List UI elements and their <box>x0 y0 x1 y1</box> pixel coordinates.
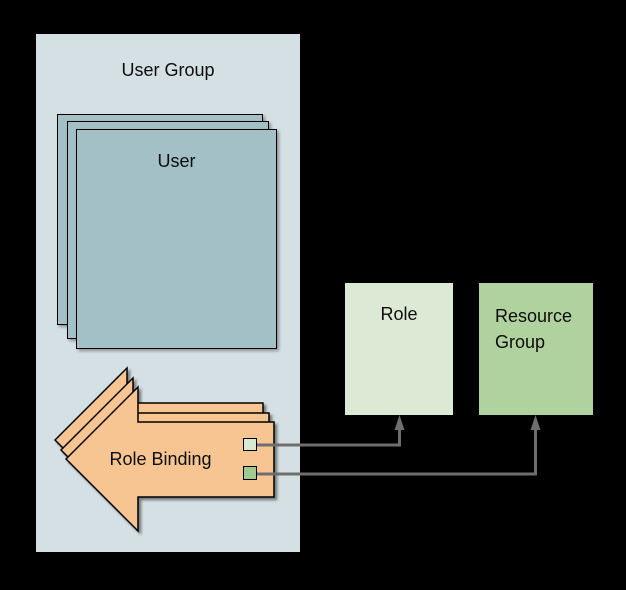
resource-group-box <box>479 283 593 415</box>
user-sheet-front <box>76 129 277 349</box>
user-label: User <box>157 151 196 171</box>
role-label: Role <box>380 304 418 324</box>
arrowhead-role-icon <box>394 415 405 430</box>
role-binding-label: Role Binding <box>109 449 212 469</box>
arrowhead-resource-group-icon <box>530 415 541 430</box>
role-box <box>345 283 453 415</box>
resource-group-label: Resource Group <box>495 306 573 352</box>
user-group-label: User Group <box>121 60 215 80</box>
